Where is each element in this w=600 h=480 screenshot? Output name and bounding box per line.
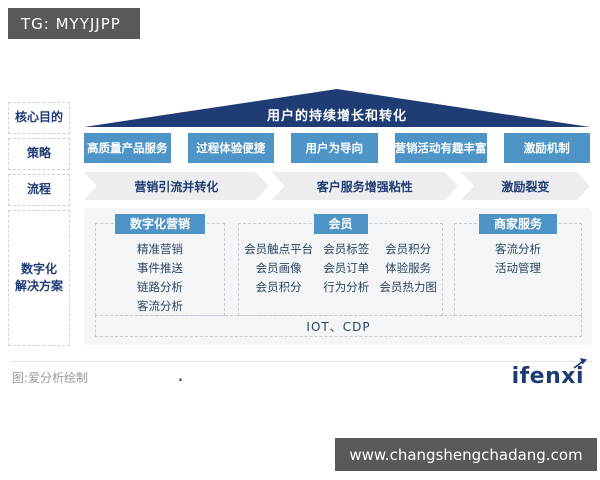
strategy-box: 过程体验便捷 bbox=[187, 133, 274, 163]
group-title: 商家服务 bbox=[478, 214, 558, 234]
row-label-process: 流程 bbox=[8, 174, 70, 206]
solutions-group-merchant-service: 商家服务 客流分析 活动管理 bbox=[454, 214, 582, 316]
solution-item: 事件推送 bbox=[137, 261, 183, 275]
group-item-list: 精准营销 事件推送 链路分析 客流分析 bbox=[96, 240, 224, 316]
solution-item: 活动管理 bbox=[495, 261, 541, 275]
solution-item: 会员标签 bbox=[323, 242, 370, 256]
row-label-core-goal: 核心目的 bbox=[8, 102, 70, 134]
solution-item: 会员画像 bbox=[255, 261, 302, 275]
strategy-box: 高质量产品服务 bbox=[84, 133, 171, 163]
group-item-column: 会员标签 会员订单 行为分析 bbox=[323, 240, 369, 297]
solution-item: 客流分析 bbox=[137, 299, 183, 313]
solutions-panel: 数字化营销 精准营销 事件推送 链路分析 客流分析 会员 会员触点平台 会员画像… bbox=[84, 208, 592, 345]
solution-item: 链路分析 bbox=[137, 280, 183, 294]
strategy-row: 高质量产品服务 过程体验便捷 用户为导向 营销活动有趣丰富 激励机制 bbox=[84, 133, 590, 163]
solution-item: 会员订单 bbox=[323, 261, 370, 275]
strategy-box: 激励机制 bbox=[503, 133, 590, 163]
source-caption: 图:爱分析绘制 bbox=[12, 371, 89, 385]
solution-item: 客流分析 bbox=[495, 242, 541, 256]
ifenxi-logo-text: ifenxi bbox=[511, 364, 584, 389]
row-label-strategy: 策略 bbox=[8, 138, 70, 170]
solution-item: 会员积分 bbox=[255, 280, 302, 294]
solutions-group-member: 会员 会员触点平台 会员画像 会员积分 会员标签 会员订单 行为分析 会员积分 … bbox=[238, 214, 443, 316]
stray-dot: . bbox=[178, 370, 183, 385]
solution-item: 会员热力图 bbox=[379, 280, 437, 294]
solution-item: 会员积分 bbox=[385, 242, 432, 256]
goal-triangle: 用户的持续增长和转化 bbox=[84, 89, 590, 127]
bottom-watermark-text: www.changshengchadang.com bbox=[349, 445, 583, 464]
bottom-watermark-bar: www.changshengchadang.com bbox=[335, 438, 597, 471]
top-watermark-text: TG: MYYJJPP bbox=[21, 14, 121, 33]
triangle-shape-icon bbox=[84, 89, 590, 127]
group-title: 数字化营销 bbox=[114, 214, 206, 234]
group-item-list: 客流分析 活动管理 bbox=[455, 240, 581, 278]
process-step-arrow: 激励裂变 bbox=[461, 172, 590, 200]
process-row: 营销引流并转化 客户服务增强粘性 激励裂变 bbox=[84, 172, 590, 200]
solutions-group-digital-marketing: 数字化营销 精准营销 事件推送 链路分析 客流分析 bbox=[95, 214, 225, 316]
group-item-column: 会员积分 体验服务 会员热力图 bbox=[379, 240, 437, 297]
process-step-arrow: 客户服务增强粘性 bbox=[272, 172, 458, 200]
platform-bar: IOT、CDP bbox=[95, 315, 582, 337]
ifenxi-arrow-icon bbox=[573, 358, 587, 369]
solution-item: 体验服务 bbox=[385, 261, 432, 275]
strategy-box: 营销活动有趣丰富 bbox=[394, 133, 487, 163]
footer-divider bbox=[10, 361, 592, 362]
ifenxi-logo: ifenxi bbox=[511, 358, 587, 389]
group-title: 会员 bbox=[313, 214, 368, 234]
solution-item: 精准营销 bbox=[137, 242, 183, 256]
row-label-solutions: 数字化 解决方案 bbox=[8, 210, 70, 346]
strategy-box: 用户为导向 bbox=[291, 133, 378, 163]
solution-item: 会员触点平台 bbox=[244, 242, 314, 256]
group-item-grid: 会员触点平台 会员画像 会员积分 会员标签 会员订单 行为分析 会员积分 体验服… bbox=[239, 240, 442, 297]
top-watermark-bar: TG: MYYJJPP bbox=[8, 8, 140, 39]
process-step-arrow: 营销引流并转化 bbox=[84, 172, 269, 200]
solution-item: 行为分析 bbox=[323, 280, 370, 294]
goal-title: 用户的持续增长和转化 bbox=[266, 109, 407, 124]
group-item-column: 会员触点平台 会员画像 会员积分 bbox=[244, 240, 313, 297]
